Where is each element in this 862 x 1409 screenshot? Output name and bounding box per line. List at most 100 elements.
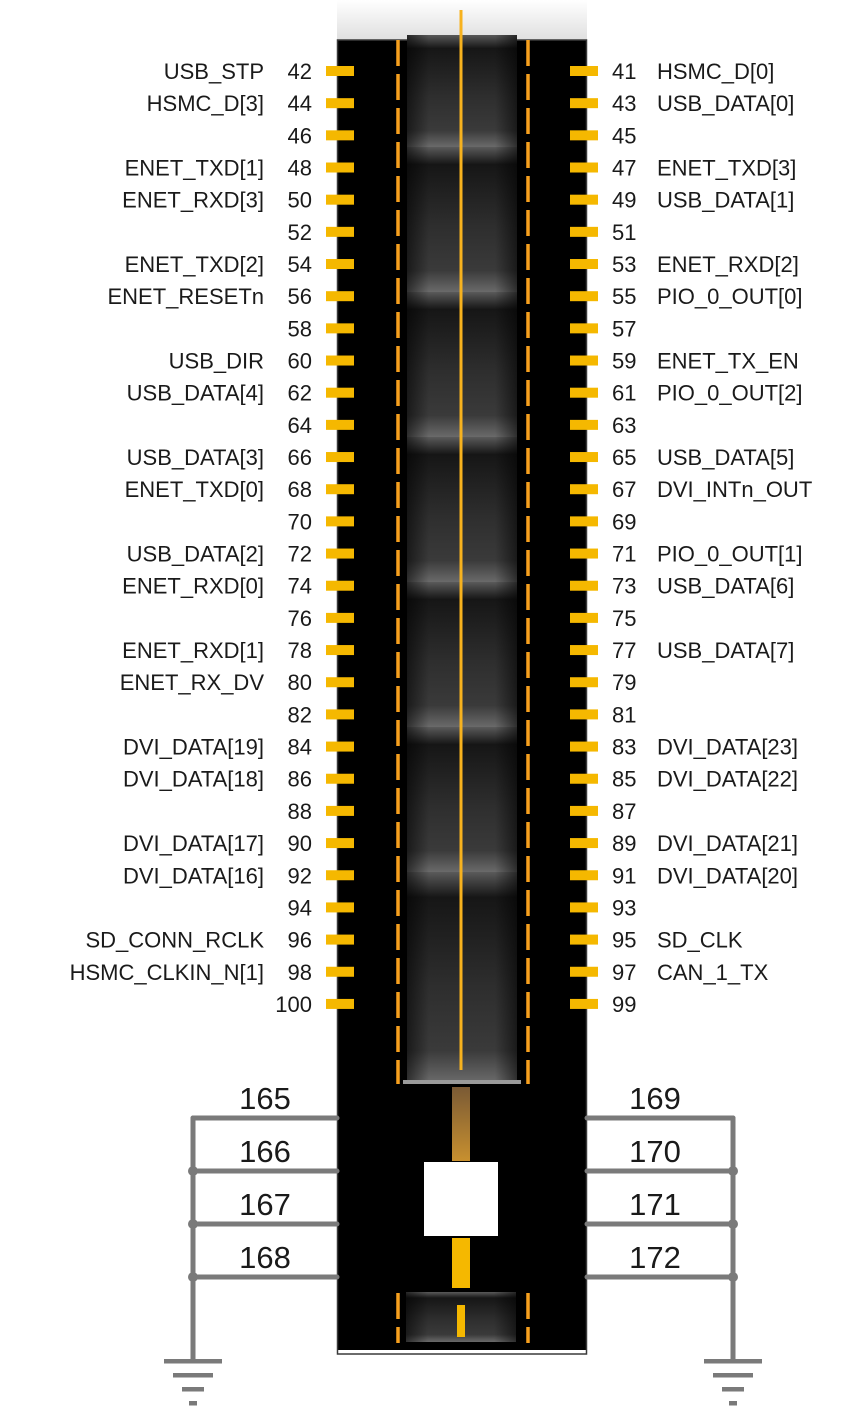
right-pin-number: 43 <box>612 91 636 116</box>
connector-lower-bridge <box>406 1087 516 1342</box>
left-pin-pad <box>326 323 354 334</box>
right-pin-pad <box>570 645 598 656</box>
left-pin-number: 76 <box>288 606 312 631</box>
right-pin-pad <box>570 838 598 849</box>
right-pin-number: 67 <box>612 477 636 502</box>
ground-pin-label: 172 <box>629 1240 681 1275</box>
bottom-center-mark <box>457 1305 465 1337</box>
right-signal-label: ENET_RXD[2] <box>657 252 799 277</box>
left-signal-label: DVI_DATA[16] <box>123 863 264 888</box>
right-pin-pad <box>570 226 598 237</box>
right-pin-pad <box>570 130 598 141</box>
left-signal-label: ENET_RXD[1] <box>122 638 264 663</box>
left-pin-pad <box>326 548 354 559</box>
right-pin-number: 57 <box>612 316 636 341</box>
bridge-white-block <box>424 1162 498 1236</box>
right-pin-number: 75 <box>612 606 636 631</box>
left-pin-number: 48 <box>288 156 312 181</box>
left-pin-pad <box>326 452 354 463</box>
left-pin-pad <box>326 355 354 366</box>
right-pin-pad <box>570 870 598 881</box>
right-pin-pad <box>570 612 598 623</box>
left-pin-pad <box>326 580 354 591</box>
left-pin-column: 42USB_STP44HSMC_D[3]4648ENET_TXD[1]50ENE… <box>70 59 354 1017</box>
left-signal-label: DVI_DATA[18] <box>123 767 264 792</box>
right-signal-label: USB_DATA[1] <box>657 188 794 213</box>
right-signal-label: DVI_DATA[21] <box>657 831 798 856</box>
right-pin-number: 53 <box>612 252 636 277</box>
left-pin-number: 62 <box>288 381 312 406</box>
right-pin-number: 71 <box>612 542 636 567</box>
right-signal-label: DVI_DATA[22] <box>657 767 798 792</box>
right-pin-number: 87 <box>612 799 636 824</box>
left-pin-pad <box>326 98 354 109</box>
segment-bottom-rim <box>403 1080 521 1084</box>
ground-symbol-bar <box>173 1373 213 1378</box>
left-pin-number: 100 <box>275 992 312 1017</box>
ground-symbol-bar <box>722 1387 744 1392</box>
left-pin-pad <box>326 162 354 173</box>
right-pin-pad <box>570 194 598 205</box>
right-pin-pad <box>570 66 598 76</box>
junction-dot <box>728 1219 738 1229</box>
left-pin-number: 98 <box>288 960 312 985</box>
right-pin-number: 59 <box>612 349 636 374</box>
left-signal-label: USB_DATA[3] <box>127 445 264 470</box>
right-signal-label: PIO_0_OUT[2] <box>657 381 803 406</box>
right-pin-pad <box>570 580 598 591</box>
ground-pin-label: 166 <box>239 1134 291 1169</box>
left-pin-number: 80 <box>288 670 312 695</box>
right-signal-label: DVI_DATA[20] <box>657 863 798 888</box>
right-pin-number: 83 <box>612 735 636 760</box>
left-pin-pad <box>326 902 354 913</box>
left-pin-number: 90 <box>288 831 312 856</box>
right-pin-pad <box>570 998 598 1009</box>
left-signal-label: USB_DIR <box>169 349 264 374</box>
left-signal-label: HSMC_D[3] <box>147 91 264 116</box>
left-pin-number: 64 <box>288 413 312 438</box>
ground-symbol-bar <box>704 1359 762 1364</box>
junction-dot <box>188 1219 198 1229</box>
left-signal-label: ENET_RX_DV <box>120 670 265 695</box>
junction-dot <box>728 1272 738 1282</box>
right-signal-label: ENET_TX_EN <box>657 349 799 374</box>
connector-accent-lines <box>396 10 530 1343</box>
left-pin-number: 82 <box>288 702 312 727</box>
right-signal-label: DVI_DATA[23] <box>657 735 798 760</box>
right-signal-label: PIO_0_OUT[1] <box>657 542 803 567</box>
junction-dot <box>188 1166 198 1176</box>
right-pin-pad <box>570 355 598 366</box>
right-signal-label: USB_DATA[6] <box>657 574 794 599</box>
right-pin-number: 95 <box>612 928 636 953</box>
left-signal-label: ENET_RXD[3] <box>122 188 264 213</box>
right-pin-pad <box>570 484 598 495</box>
right-signal-label: SD_CLK <box>657 928 743 953</box>
ground-symbol-bar <box>182 1387 204 1392</box>
left-pin-pad <box>326 870 354 881</box>
bridge-copper-bar <box>452 1087 470 1161</box>
left-pin-pad <box>326 484 354 495</box>
left-pin-pad <box>326 194 354 205</box>
right-pin-number: 65 <box>612 445 636 470</box>
right-pin-pad <box>570 741 598 752</box>
right-signal-label: PIO_0_OUT[0] <box>657 284 803 309</box>
right-pin-pad <box>570 548 598 559</box>
ground-pin-label: 170 <box>629 1134 681 1169</box>
left-pin-number: 52 <box>288 220 312 245</box>
left-pin-pad <box>326 291 354 302</box>
left-pin-number: 66 <box>288 445 312 470</box>
left-pin-pad <box>326 934 354 945</box>
left-signal-label: USB_DATA[4] <box>127 381 264 406</box>
left-pin-pad <box>326 419 354 430</box>
left-pin-number: 68 <box>288 477 312 502</box>
left-pin-pad <box>326 259 354 270</box>
right-pin-number: 41 <box>612 59 636 84</box>
right-signal-label: ENET_TXD[3] <box>657 156 796 181</box>
right-pin-number: 81 <box>612 702 636 727</box>
right-pin-pad <box>570 291 598 302</box>
right-pin-number: 73 <box>612 574 636 599</box>
left-pin-pad <box>326 966 354 977</box>
left-pin-pad <box>326 838 354 849</box>
